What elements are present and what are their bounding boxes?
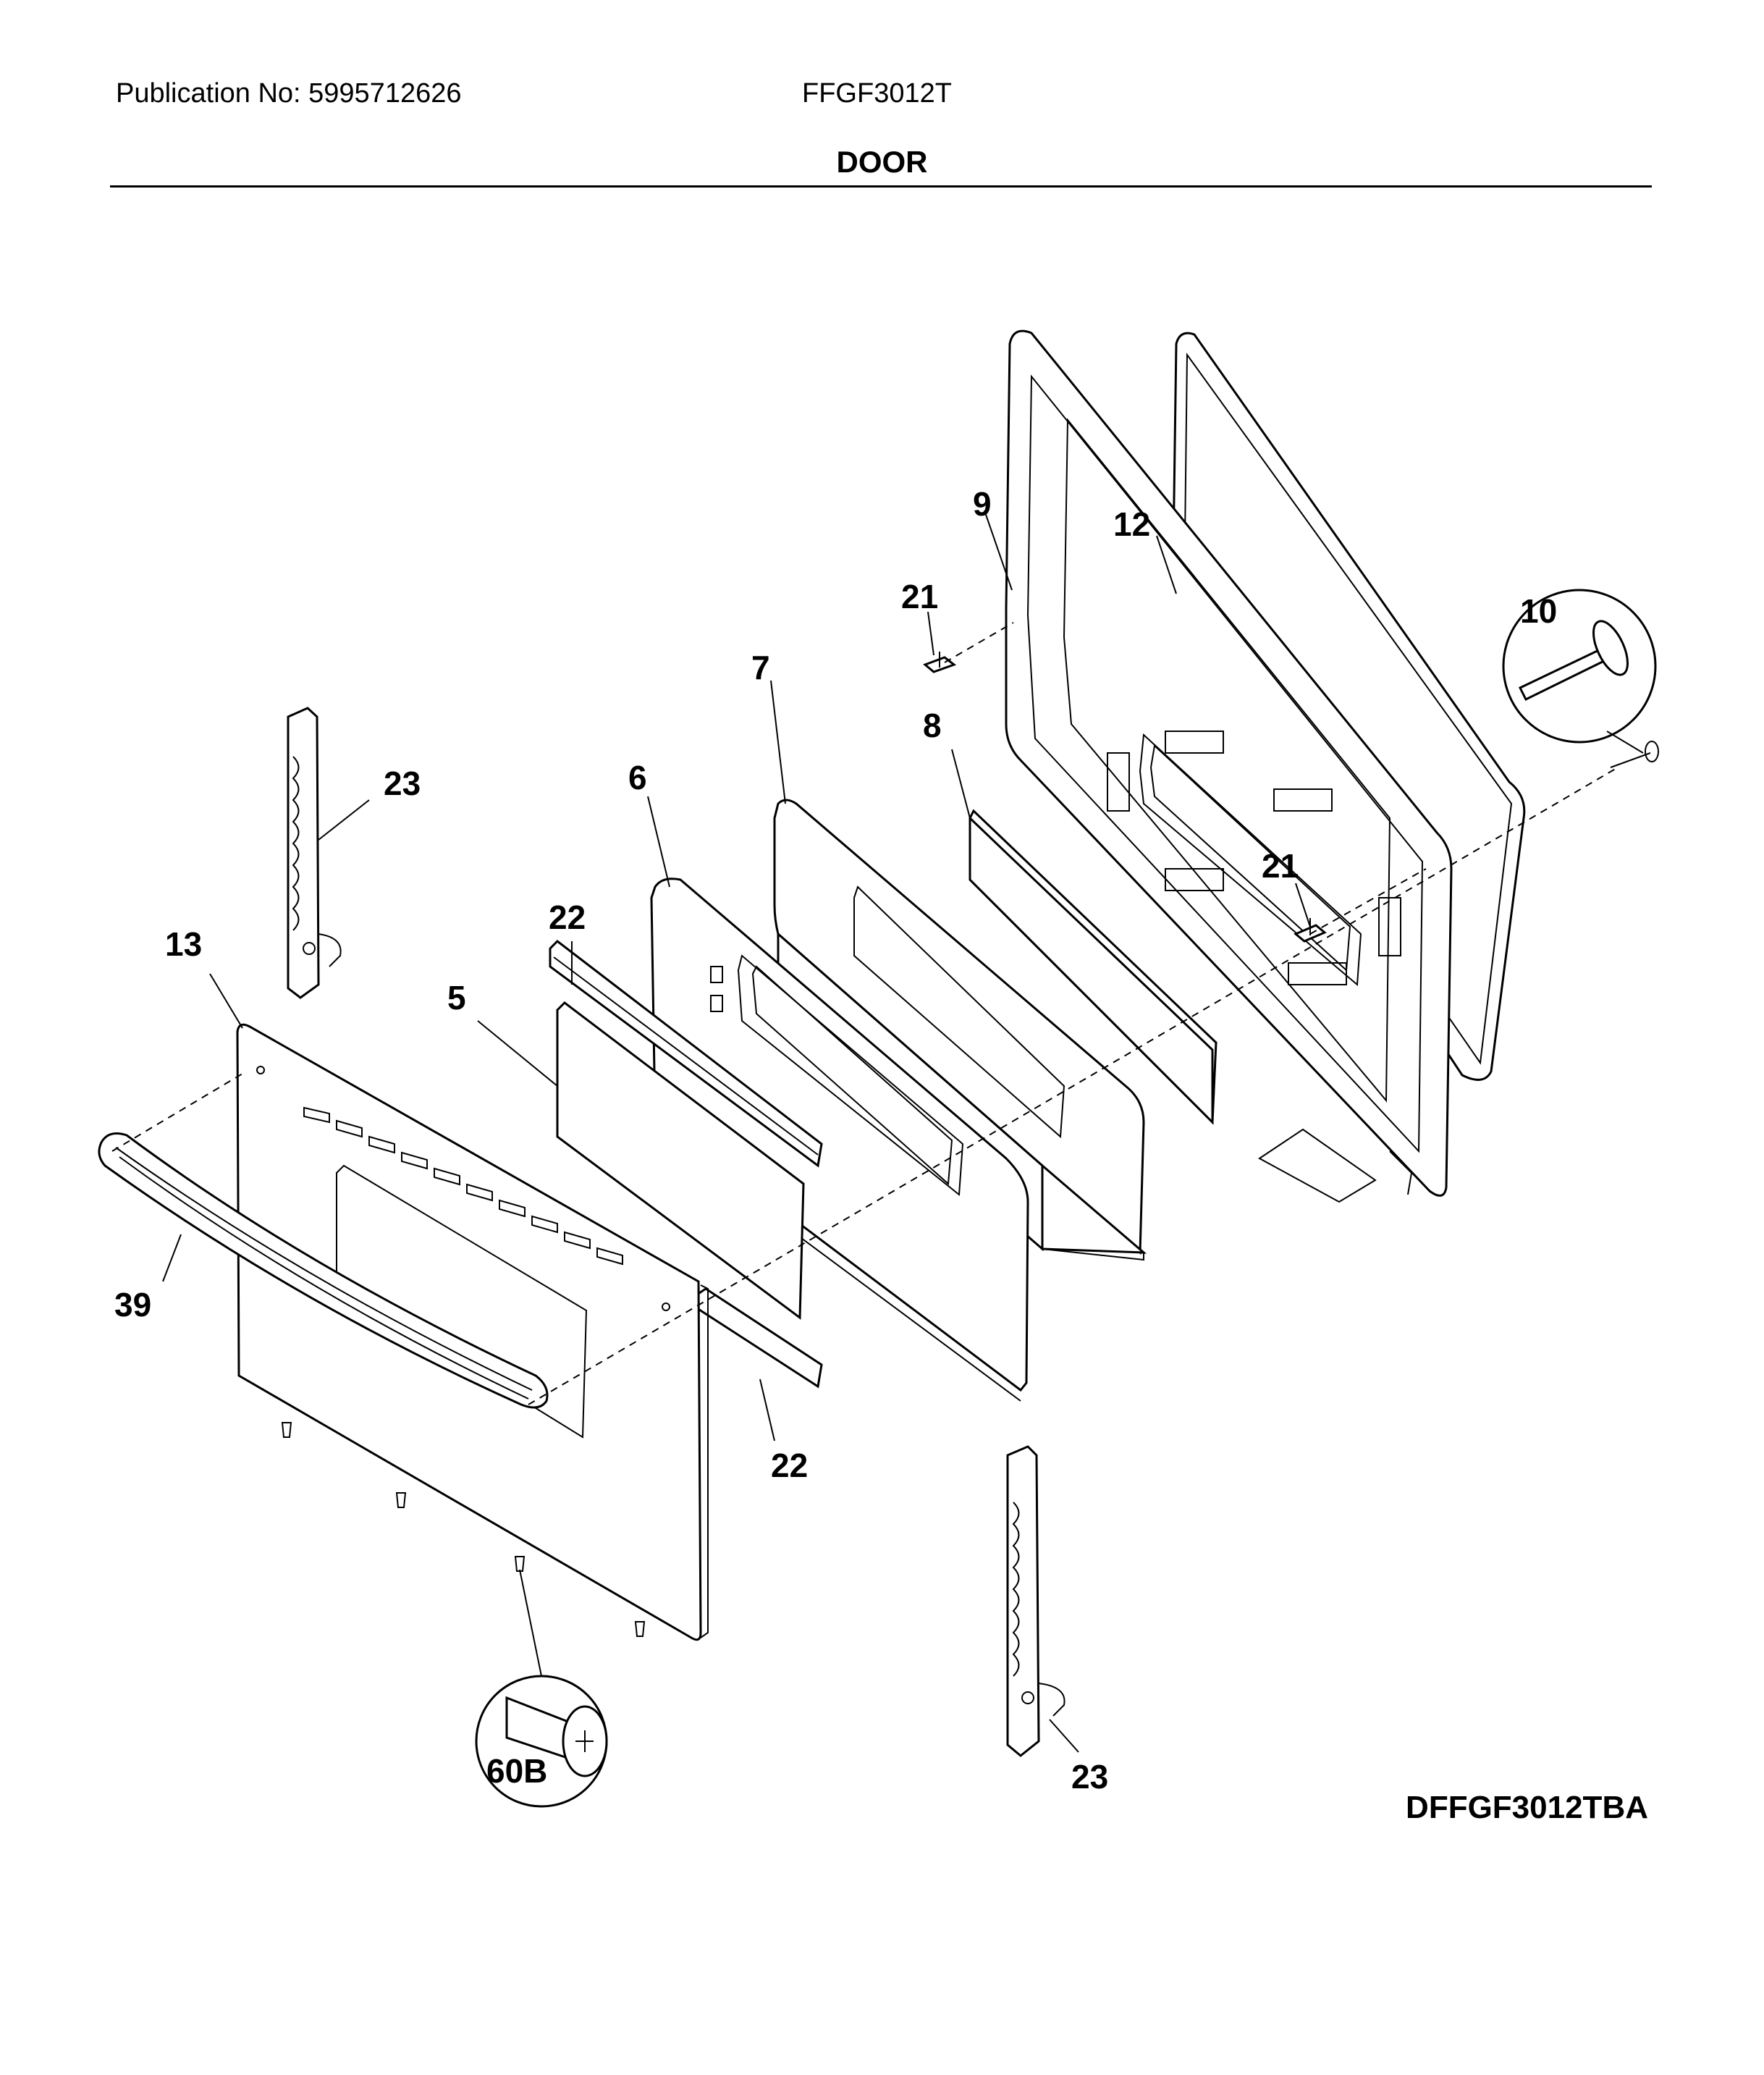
part-9-inner-door	[1005, 329, 1453, 1203]
callout-21-upper: 21	[901, 578, 938, 615]
callout-22-upper: 22	[549, 898, 586, 936]
callout-9: 9	[973, 485, 992, 523]
part-22-lower-trim	[693, 1287, 823, 1389]
part-23-upper-hinge	[287, 707, 342, 999]
detail-circle-10	[1502, 589, 1657, 754]
callout-21-lower: 21	[1262, 847, 1299, 885]
part-23-lower-hinge	[1006, 1445, 1065, 1757]
callout-5: 5	[447, 979, 466, 1017]
diagram-code: DFFGF3012TBA	[1406, 1790, 1648, 1825]
callout-23-upper: 23	[384, 765, 421, 802]
part-5-outer-glass	[556, 1001, 805, 1320]
part-39-door-handle	[98, 1132, 549, 1409]
callout-10: 10	[1520, 592, 1557, 630]
part-60b-screws	[281, 1422, 646, 1637]
callout-7: 7	[751, 649, 770, 686]
callout-6: 6	[628, 759, 647, 796]
header-divider	[110, 185, 1652, 188]
assembly-guide-lines	[111, 622, 1619, 1405]
publication-number: Publication No: 5995712626	[116, 78, 462, 109]
model-number: FFGF3012T	[802, 78, 952, 109]
detail-circle-60b	[475, 1569, 608, 1808]
callout-22-lower: 22	[771, 1447, 808, 1484]
part-8-inner-glass	[968, 809, 1218, 1125]
page-title: DOOR	[836, 145, 928, 179]
leader-lines	[162, 510, 1311, 1753]
callout-60b: 60B	[486, 1752, 547, 1790]
callout-13: 13	[165, 925, 202, 963]
part-21-clip-upper	[923, 652, 957, 673]
callout-39: 39	[114, 1286, 151, 1323]
part-22-upper-trim	[549, 940, 823, 1168]
callout-23-lower: 23	[1071, 1758, 1108, 1796]
callout-8: 8	[923, 707, 942, 744]
callout-12: 12	[1113, 505, 1150, 543]
part-10-screw	[1610, 741, 1659, 768]
part-13-outer-door-panel	[236, 1023, 709, 1641]
